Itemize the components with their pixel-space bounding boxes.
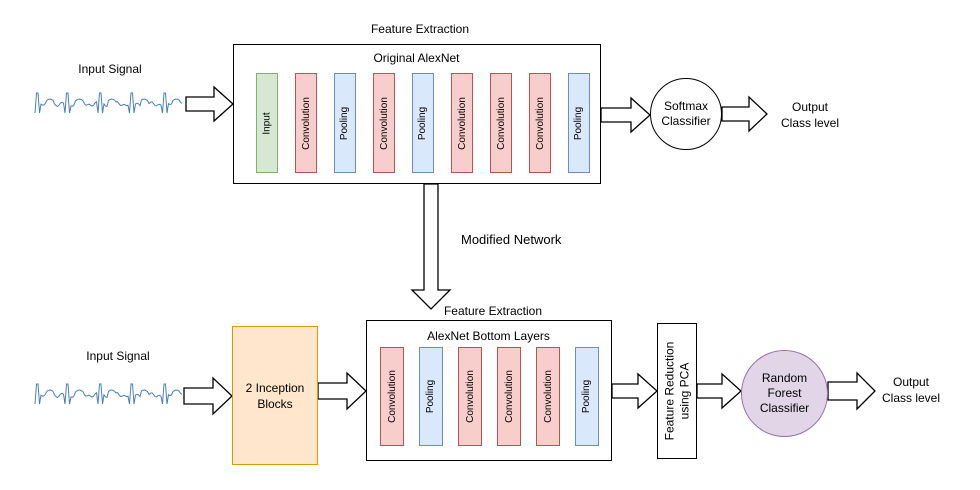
layer-label: Convolution xyxy=(542,370,554,423)
layer-label: Pooling xyxy=(425,379,437,414)
input-signal-label: Input Signal xyxy=(78,62,142,76)
layer-label: Pooling xyxy=(417,106,429,140)
layer-label: Pooling xyxy=(581,379,593,414)
softmax-classifier-label-line2: Classifier xyxy=(661,114,711,128)
output-label-line2: Class level xyxy=(881,391,941,405)
layer-input: Input xyxy=(256,73,278,173)
layer-convolution: Convolution xyxy=(373,73,395,173)
feature-reduction-label-line1: Feature Reduction xyxy=(662,341,677,441)
alexnet-bottom-layers-box: AlexNet Bottom Layers xyxy=(366,320,612,461)
layer-convolution: Convolution xyxy=(458,347,482,446)
layer-label: Pooling xyxy=(573,106,585,140)
feature-reduction-label: Feature Reduction using PCA xyxy=(662,342,692,441)
bottom-output-label: Output Class level xyxy=(872,374,950,406)
layer-pooling: Pooling xyxy=(419,347,443,446)
random-forest-label-line3: Classifier xyxy=(759,401,810,415)
arrow-random-forest-to-output xyxy=(827,371,876,411)
arrow-alexnet-to-softmax xyxy=(600,96,651,134)
layer-label: Convolution xyxy=(534,96,546,150)
layer-label: Convolution xyxy=(495,96,507,150)
layer-pooling: Pooling xyxy=(334,73,356,173)
softmax-classifier-label-line1: Softmax xyxy=(663,99,708,113)
layer-pooling: Pooling xyxy=(568,73,590,173)
layer-convolution: Convolution xyxy=(451,73,473,173)
layer-label: Convolution xyxy=(456,96,468,150)
alexnet-bottom-layers-title: AlexNet Bottom Layers xyxy=(427,329,550,343)
top-output-label: Output Class level xyxy=(775,99,845,131)
output-label-line1: Output xyxy=(791,100,829,114)
arrow-softmax-to-output xyxy=(721,95,768,133)
output-label-line2: Class level xyxy=(780,116,840,130)
layer-pooling: Pooling xyxy=(575,347,599,446)
arrow-signal-to-inception xyxy=(183,376,233,416)
layer-label: Convolution xyxy=(300,96,312,150)
layer-label: Input xyxy=(261,111,273,135)
random-forest-classifier-node: Random Forest Classifier xyxy=(741,350,828,437)
original-alexnet-title: Original AlexNet xyxy=(373,51,460,65)
layer-convolution: Convolution xyxy=(497,347,521,446)
random-forest-label-line1: Random xyxy=(761,371,808,385)
layer-label: Convolution xyxy=(378,96,390,150)
feature-extraction-title-bottom: Feature Extraction xyxy=(443,304,543,318)
feature-reduction-pca-node: Feature Reduction using PCA xyxy=(657,323,697,459)
layer-convolution: Convolution xyxy=(490,73,512,173)
layer-convolution: Convolution xyxy=(380,347,404,446)
layer-convolution: Convolution xyxy=(529,73,551,173)
arrow-pca-to-random-forest xyxy=(696,372,742,410)
arrow-signal-to-alexnet xyxy=(185,85,234,123)
feature-extraction-title: Feature Extraction xyxy=(370,22,470,36)
softmax-classifier-node: Softmax Classifier xyxy=(650,78,722,150)
layer-convolution: Convolution xyxy=(536,347,560,446)
output-label-line1: Output xyxy=(892,375,930,389)
layer-label: Convolution xyxy=(503,370,515,423)
inception-blocks-node: 2 Inception Blocks xyxy=(232,326,318,465)
layer-convolution: Convolution xyxy=(295,73,317,173)
modified-network-label: Modified Network xyxy=(461,232,562,247)
arrow-alexnet-to-pca xyxy=(611,372,658,410)
layer-label: Pooling xyxy=(339,106,351,140)
input-signal-label-bottom: Input Signal xyxy=(86,349,150,363)
inception-label-line2: Blocks xyxy=(257,396,293,411)
layer-pooling: Pooling xyxy=(412,73,434,173)
layer-label: Convolution xyxy=(464,370,476,423)
random-forest-label-line2: Forest xyxy=(767,386,802,400)
inception-label-line1: 2 Inception xyxy=(245,380,305,395)
arrow-inception-to-alexnet xyxy=(317,371,367,411)
input-signal-waveform xyxy=(34,92,183,114)
feature-reduction-label-line2: using PCA xyxy=(677,362,692,420)
layer-label: Convolution xyxy=(386,370,398,423)
arrow-modified-network xyxy=(410,183,452,310)
input-signal-waveform xyxy=(34,383,183,405)
